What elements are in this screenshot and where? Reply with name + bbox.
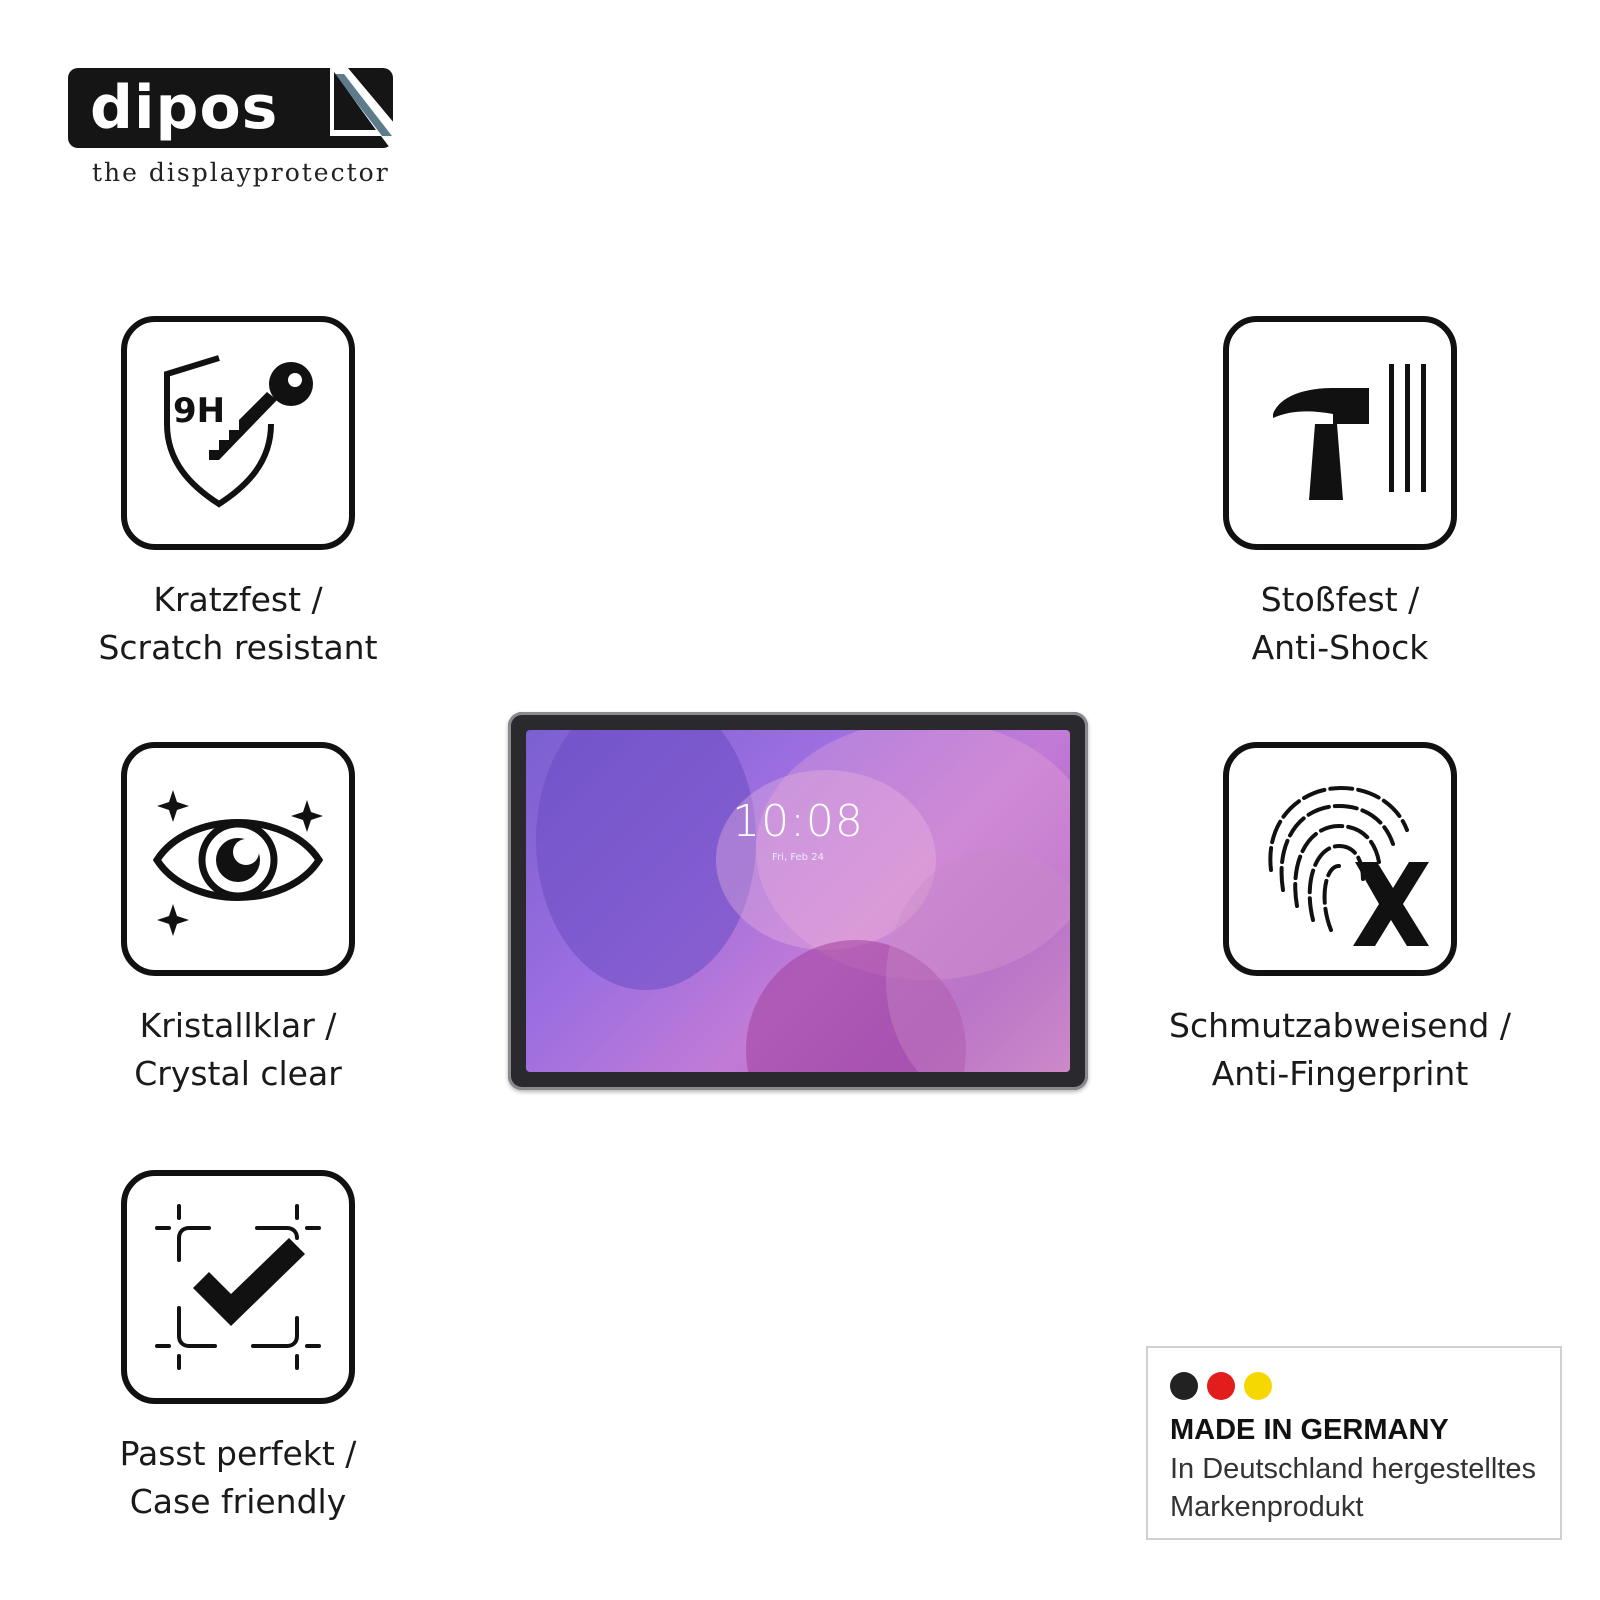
peel-icon [330, 68, 400, 148]
feature-label-de: Passt perfekt / [119, 1434, 357, 1473]
made-in-subtitle: In Deutschland hergestelltes Markenprodu… [1170, 1450, 1536, 1526]
feature-scratch-resistant: 9H Kratzfest / Scratch resistant [48, 316, 428, 672]
feature-label: Kristallklar / Crystal clear [48, 1002, 428, 1098]
feature-icon-box [121, 1170, 355, 1404]
feature-anti-fingerprint: Schmutzabweisend / Anti-Fingerprint [1150, 742, 1530, 1098]
flag-dot-red [1207, 1372, 1236, 1400]
brand-tagline: the displayprotector [92, 158, 390, 187]
feature-icon-box [121, 742, 355, 976]
hardness-badge: 9H [173, 391, 225, 431]
feature-anti-shock: Stoßfest / Anti-Shock [1150, 316, 1530, 672]
tablet-screen: 10:08 Fri, Feb 24 [526, 730, 1070, 1072]
tablet-wallpaper [536, 730, 1070, 1072]
checkmark-frame-icon [155, 1204, 321, 1370]
flag-dots [1170, 1372, 1276, 1404]
made-in-line-1: In Deutschland hergestelltes [1170, 1453, 1536, 1485]
feature-label-de: Schmutzabweisend / [1169, 1006, 1511, 1045]
brand-name: dipos [90, 73, 279, 143]
tablet-date: Fri, Feb 24 [772, 852, 824, 863]
fingerprint-x-icon [1268, 785, 1429, 946]
scratch-shield-icon: 9H [164, 355, 313, 508]
feature-icon-box [1223, 316, 1457, 550]
feature-label-en: Anti-Shock [1251, 628, 1429, 667]
feature-label: Schmutzabweisend / Anti-Fingerprint [1150, 1002, 1530, 1098]
made-in-germany-badge: MADE IN GERMANY In Deutschland hergestel… [1146, 1346, 1562, 1540]
made-in-title: MADE IN GERMANY [1170, 1414, 1449, 1446]
feature-icon-box [1223, 742, 1457, 976]
eye-icon [152, 790, 324, 936]
feature-crystal-clear: Kristallklar / Crystal clear [48, 742, 428, 1098]
flag-dot-black [1170, 1372, 1198, 1400]
made-in-line-2: Markenprodukt [1170, 1491, 1364, 1523]
hammer-icon [1273, 364, 1426, 500]
feature-label-de: Kratzfest / [153, 580, 323, 619]
feature-icon-box: 9H [121, 316, 355, 550]
feature-label-de: Kristallklar / [139, 1006, 337, 1045]
feature-label-de: Stoßfest / [1260, 580, 1420, 619]
feature-label: Stoßfest / Anti-Shock [1150, 576, 1530, 672]
tablet-image: 10:08 Fri, Feb 24 [508, 712, 1088, 1090]
flag-dot-gold [1244, 1372, 1273, 1400]
feature-case-friendly: Passt perfekt / Case friendly [48, 1170, 428, 1526]
tablet-clock: 10:08 [732, 796, 864, 847]
feature-label-en: Scratch resistant [98, 628, 378, 667]
feature-label: Kratzfest / Scratch resistant [48, 576, 428, 672]
brand-logo: dipos the displayprotector [68, 68, 400, 198]
feature-label-en: Case friendly [129, 1482, 347, 1521]
feature-label: Passt perfekt / Case friendly [48, 1430, 428, 1526]
feature-label-en: Crystal clear [134, 1054, 342, 1093]
feature-label-en: Anti-Fingerprint [1211, 1054, 1469, 1093]
